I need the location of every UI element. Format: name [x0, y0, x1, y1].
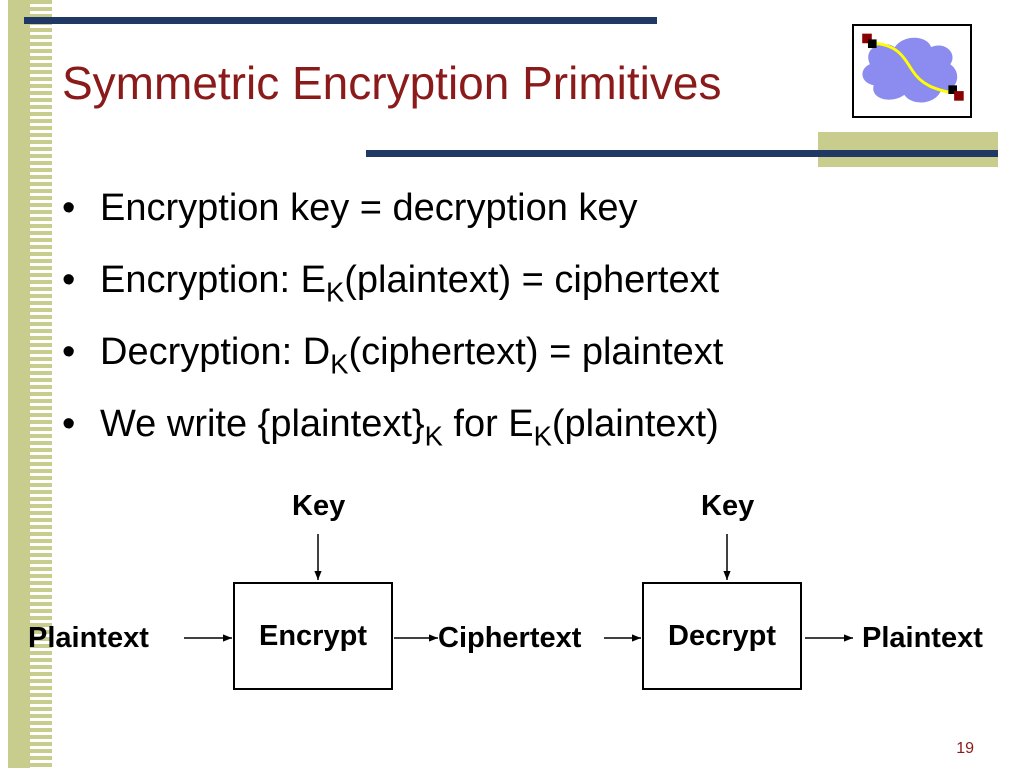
encrypt-box: Encrypt	[233, 582, 393, 690]
page-title: Symmetric Encryption Primitives	[62, 57, 722, 109]
title-accent-block	[818, 132, 998, 167]
bullet-text: (plaintext) = ciphertext	[344, 259, 720, 301]
bullet-subscript: K	[326, 276, 345, 308]
bullet-list: • Encryption key = decryption key • Encrypt…	[62, 180, 723, 468]
plaintext-input-label: Plaintext	[28, 622, 149, 654]
bullet-marker: •	[62, 259, 76, 301]
left-decorative-stripe	[0, 0, 52, 768]
decrypt-label: Decrypt	[668, 619, 776, 652]
logo-node-bottom	[954, 91, 964, 101]
logo-node-top	[862, 33, 872, 44]
bullet-item: • Encryption: EK(plaintext) = ciphertext	[62, 252, 723, 324]
bullet-item: • Decryption: DK(ciphertext) = plaintext	[62, 324, 723, 396]
logo-graphic	[862, 33, 964, 103]
ciphertext-label: Ciphertext	[438, 622, 582, 654]
bullet-text: (plaintext)	[551, 403, 719, 445]
bullet-subscript: K	[330, 348, 349, 380]
bullet-subscript: K	[424, 420, 443, 452]
bullet-text: for E	[442, 403, 534, 445]
bullet-marker: •	[62, 331, 76, 373]
bullet-text: We write {plaintext}	[100, 403, 425, 445]
bullet-subscript: K	[533, 420, 552, 452]
decrypt-box: Decrypt	[642, 582, 802, 690]
bullet-text: Encryption: E	[100, 259, 326, 301]
page-number: 19	[956, 740, 974, 757]
bullet-marker: •	[62, 403, 76, 445]
logo-path-line	[873, 41, 953, 95]
bullet-marker: •	[62, 187, 76, 229]
logo-node-top-inner	[867, 39, 877, 49]
bullet-text: Encryption key = decryption key	[100, 187, 638, 229]
bullet-item: • Encryption key = decryption key	[62, 180, 723, 252]
encrypt-label: Encrypt	[259, 619, 367, 652]
key-label-decrypt: Key	[701, 490, 755, 522]
bullet-text: Decryption: D	[100, 331, 331, 373]
network-cloud-icon	[852, 24, 972, 118]
bullet-item: •We write {plaintext}K for EK(plaintext)	[62, 396, 723, 468]
bullet-text: (ciphertext) = plaintext	[348, 331, 724, 373]
key-label-encrypt: Key	[292, 490, 346, 522]
title-top-bar	[24, 17, 657, 24]
title-bottom-bar	[366, 150, 998, 157]
logo-node-bottom-inner	[948, 85, 957, 94]
plaintext-output-label: Plaintext	[862, 622, 983, 654]
